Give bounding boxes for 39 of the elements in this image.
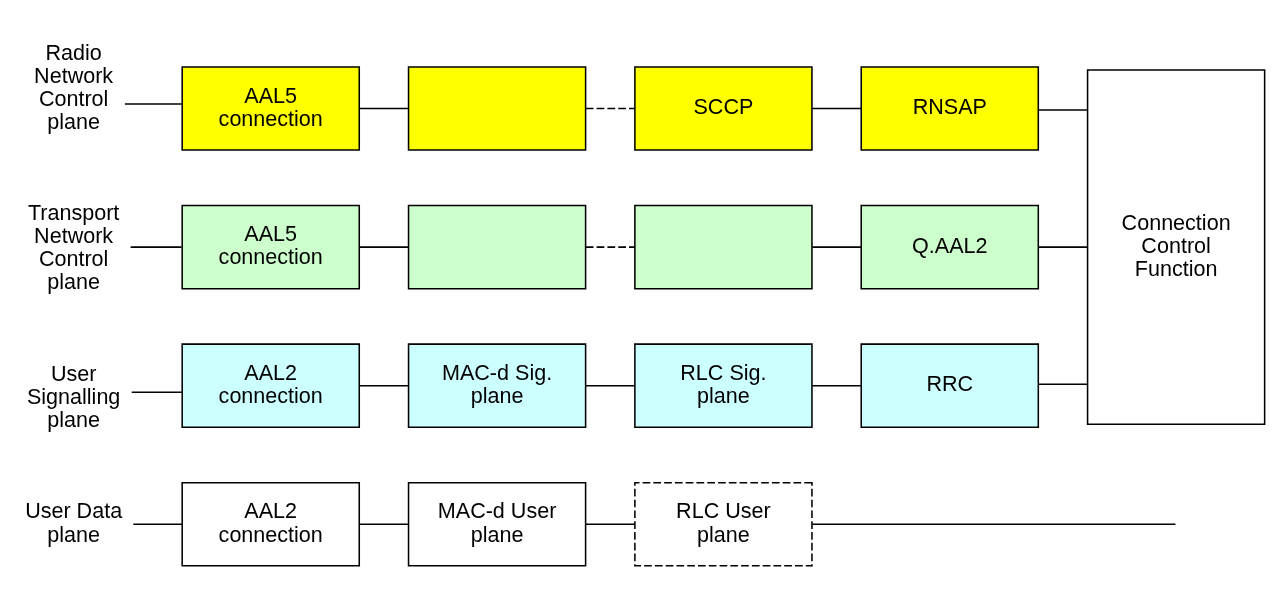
- connector: [358, 523, 410, 526]
- connector: [811, 523, 1177, 526]
- node-box: Connection Control Function: [1086, 69, 1266, 425]
- node-box: [407, 204, 587, 290]
- connector: [1037, 383, 1089, 385]
- node-box: SCCP: [634, 66, 813, 151]
- node-box: RNSAP: [860, 66, 1040, 151]
- node-box: AAL5 connection: [181, 204, 361, 290]
- node-box: RLC Sig. plane: [634, 343, 813, 429]
- connector: [130, 391, 183, 393]
- connector: [585, 384, 636, 387]
- node-box: AAL2 connection: [181, 481, 361, 567]
- node-box: Q.AAL2: [860, 204, 1040, 290]
- connector: [358, 107, 410, 110]
- connector: [585, 523, 636, 526]
- node-box: AAL2 connection: [181, 343, 361, 429]
- connector: [1037, 246, 1089, 248]
- node-text: User Data plane: [25, 498, 123, 547]
- connector: [132, 523, 183, 526]
- connector: [1037, 109, 1089, 111]
- connector: [358, 246, 410, 248]
- connector: [358, 384, 410, 387]
- node-text: Transport Network Control plane: [27, 199, 120, 294]
- node-box: RRC: [860, 343, 1040, 429]
- node-box: AAL5 connection: [181, 66, 361, 151]
- connector: [811, 107, 862, 110]
- connector: [811, 384, 862, 387]
- node-box: [407, 66, 587, 151]
- node-text: Radio Network Control plane: [34, 39, 114, 134]
- node-box: MAC-d User plane: [407, 481, 587, 567]
- connector: [129, 246, 183, 248]
- connector: [585, 107, 636, 110]
- node-box: [634, 204, 813, 290]
- connector: [585, 246, 636, 248]
- node-text: User Signalling plane: [26, 360, 121, 432]
- node-box: RLC User plane: [634, 481, 813, 567]
- connector: [124, 103, 183, 105]
- connector: [811, 246, 862, 248]
- node-box: MAC-d Sig. plane: [407, 343, 587, 429]
